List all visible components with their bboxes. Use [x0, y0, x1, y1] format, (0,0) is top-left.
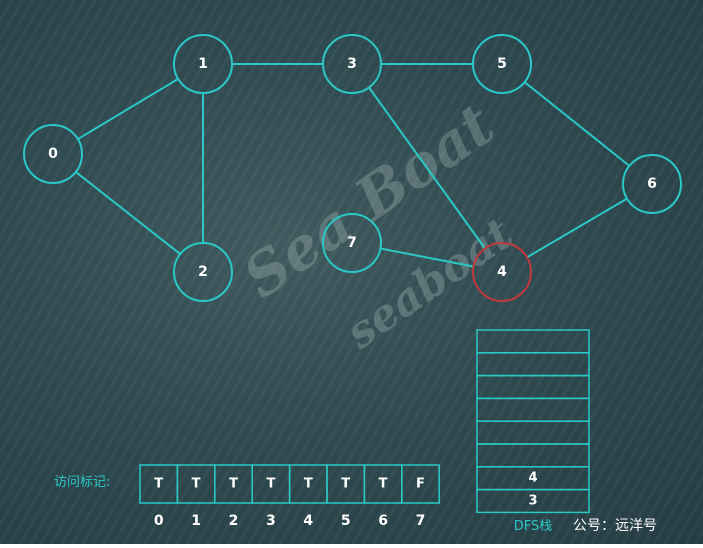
node-6: 6 [622, 154, 682, 214]
node-6-circle [622, 154, 682, 214]
visited-cells: T T T T T T T F 0 1 2 3 4 5 6 7 [139, 464, 440, 529]
node-2: 2 [173, 242, 233, 302]
visited-label: 访问标记: [54, 475, 110, 490]
stack-cells: 43 [476, 329, 590, 514]
node-3: 3 [322, 34, 382, 94]
stack-slot-4 [476, 420, 590, 445]
node-7: 7 [322, 213, 382, 273]
node-2-circle [173, 242, 233, 302]
node-2-label: 2 [198, 264, 208, 280]
visited-index-5: 5 [341, 513, 351, 529]
visited-mark-3: T [266, 477, 275, 492]
visited-mark-7: F [416, 477, 425, 492]
watermark: Sea Boat seaboat [231, 90, 522, 359]
visited-cell-7 [401, 464, 440, 504]
node-5-circle [472, 34, 532, 94]
stack-value-6: 4 [528, 471, 537, 486]
edge-6-4 [526, 197, 628, 259]
visited-index-7: 7 [416, 513, 426, 529]
visited-index-1: 1 [191, 513, 201, 529]
visited-index-2: 2 [229, 513, 239, 529]
visited-mark-0: T [154, 477, 163, 492]
stack-slot-5 [476, 443, 590, 468]
visited-mark-1: T [192, 477, 201, 492]
visited-mark-4: T [304, 477, 313, 492]
stack-slot-0 [476, 329, 590, 354]
edge-7-4 [380, 247, 474, 268]
visited-array: 访问标记: T T T T T T T F 0 1 2 3 4 5 6 7 [54, 464, 440, 529]
node-0-circle [23, 124, 83, 184]
node-3-circle [322, 34, 382, 94]
stack-value-7: 3 [528, 494, 537, 509]
graph-nodes: 0 1 2 3 4 5 6 7 [23, 34, 682, 302]
graph-edges [75, 63, 630, 268]
node-0: 0 [23, 124, 83, 184]
node-1-circle [173, 34, 233, 94]
node-1: 1 [173, 34, 233, 94]
node-5-label: 5 [497, 56, 507, 72]
visited-mark-6: T [379, 477, 388, 492]
dfs-stack: 43 DFS栈 [476, 329, 590, 534]
node-4-circle [472, 242, 532, 302]
visited-index-6: 6 [378, 513, 388, 529]
node-6-label: 6 [647, 176, 657, 192]
visited-mark-2: T [229, 477, 238, 492]
visited-index-4: 4 [303, 513, 313, 529]
stack-slot-2 [476, 374, 590, 400]
node-4: 4 [472, 242, 532, 302]
visited-index-0: 0 [154, 513, 164, 529]
stack-slot-1 [476, 352, 590, 377]
visited-mark-5: T [341, 477, 350, 492]
stack-slot-7 [476, 488, 590, 514]
stack-title: DFS栈 [514, 519, 553, 534]
node-5: 5 [472, 34, 532, 94]
footer-credit: 公号：远洋号 [573, 518, 657, 534]
edge-5-6 [524, 81, 630, 167]
edge-3-4 [368, 86, 486, 250]
node-1-label: 1 [198, 56, 208, 72]
node-7-circle [322, 213, 382, 273]
edge-0-2 [75, 171, 181, 255]
node-4-label: 4 [497, 264, 507, 280]
node-7-label: 7 [347, 235, 357, 251]
edge-0-1 [77, 78, 179, 140]
stack-slot-3 [476, 397, 590, 422]
visited-index-3: 3 [266, 513, 276, 529]
node-3-label: 3 [347, 56, 357, 72]
node-0-label: 0 [48, 146, 58, 162]
